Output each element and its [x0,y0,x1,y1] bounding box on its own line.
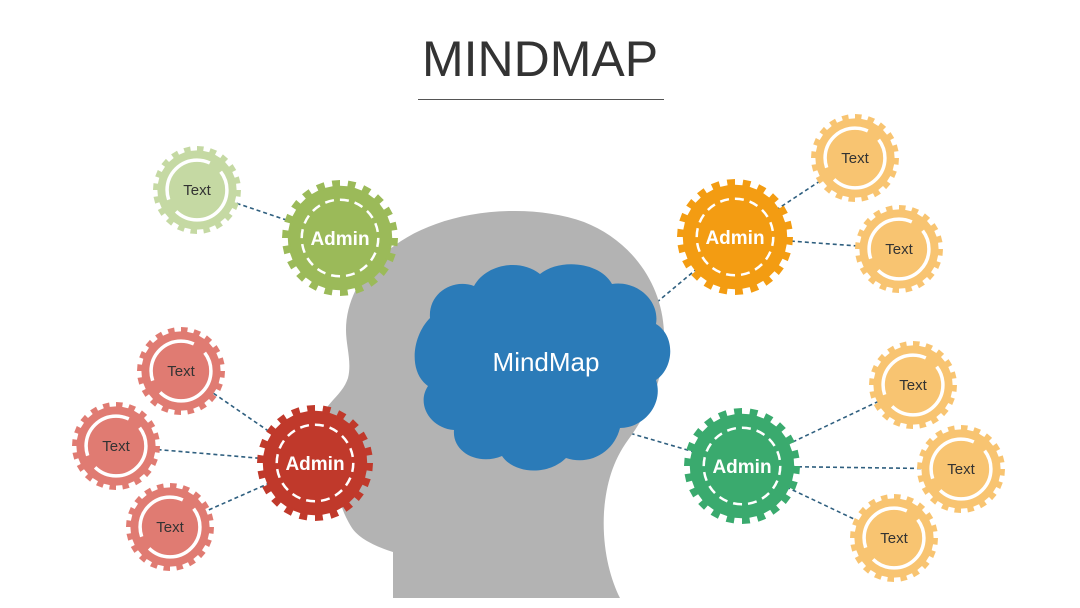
gear-red-child-3-ring [138,495,202,559]
connector-red-child-3 [169,462,316,528]
gear-red-child-2: Text [72,402,160,490]
gear-teal-hub: Admin [684,408,800,524]
gear-red-child-3: Text [126,483,214,571]
gear-red-child-2-ring [84,414,148,478]
gear-red-child-2-label: Text [102,438,130,455]
gear-orange-child-2-label: Text [885,241,913,258]
gear-teal-hub-label: Admin [712,457,771,478]
gear-teal-child-2-disc [923,431,999,507]
gear-teal-child-1-ring [881,353,945,417]
gear-teal-child-2: Text [917,425,1005,513]
gear-teal-child-1-label: Text [899,377,927,394]
gear-red-child-1-ring [149,339,213,403]
brain-cloud [414,264,671,471]
gear-teal-child-1-disc [875,347,951,423]
gear-teal-hub-disc [691,415,793,517]
gear-orange-hub-ring [695,197,775,277]
gear-red-child-3-label: Text [156,519,184,536]
gear-teal-child-2-label: Text [947,461,975,478]
gear-teal-child-1: Text [869,341,957,429]
gear-red-child-2-disc [78,408,154,484]
gear-green-hub: Admin [282,180,398,296]
gear-green-child-1-label: Text [183,182,211,199]
gear-orange-child-2-ring [867,217,931,281]
gear-orange-child-1-ring [823,126,887,190]
gear-red-hub-disc [264,412,366,514]
gear-orange-child-2-disc [861,211,937,287]
gear-teal-child-3-ring [862,506,926,570]
gear-teal-child-3-disc [856,500,932,576]
connector-teal-hub [625,431,743,467]
gear-red-child-1-label: Text [167,363,195,380]
gear-orange-child-2: Text [855,205,943,293]
gear-green-child-1: Text [153,146,241,234]
gear-red-hub-label: Admin [285,454,344,475]
gear-red-child-1: Text [137,327,225,415]
gear-red-hub: Admin [257,405,373,521]
gear-teal-hub-ring [702,426,782,506]
gear-green-child-1-ring [165,158,229,222]
gear-green-child-1-disc [159,152,235,228]
gear-orange-hub-disc [684,186,786,288]
gear-orange-child-1-label: Text [841,150,869,167]
gear-orange-hub-label: Admin [705,228,764,249]
gear-green-hub-label: Admin [310,229,369,250]
gear-teal-child-3-label: Text [880,530,908,547]
gear-red-child-3-disc [132,489,208,565]
gear-red-hub-ring [275,423,355,503]
gear-orange-child-1-disc [817,120,893,196]
gear-teal-child-2-ring [929,437,993,501]
center-label: MindMap [493,347,600,377]
page-title: MINDMAP [421,31,659,87]
gear-teal-child-3: Text [850,494,938,582]
connector-red-child-2 [115,445,316,464]
gear-green-hub-disc [289,187,391,289]
title-underline [418,99,664,100]
gear-orange-child-1: Text [811,114,899,202]
gear-red-child-1-disc [143,333,219,409]
gear-nodes: TextAdminTextTextTextAdminTextTextAdminT… [72,114,1005,582]
gear-orange-hub: Admin [677,179,793,295]
head-silhouette: MindMap [324,210,671,598]
gear-green-hub-ring [300,198,380,278]
